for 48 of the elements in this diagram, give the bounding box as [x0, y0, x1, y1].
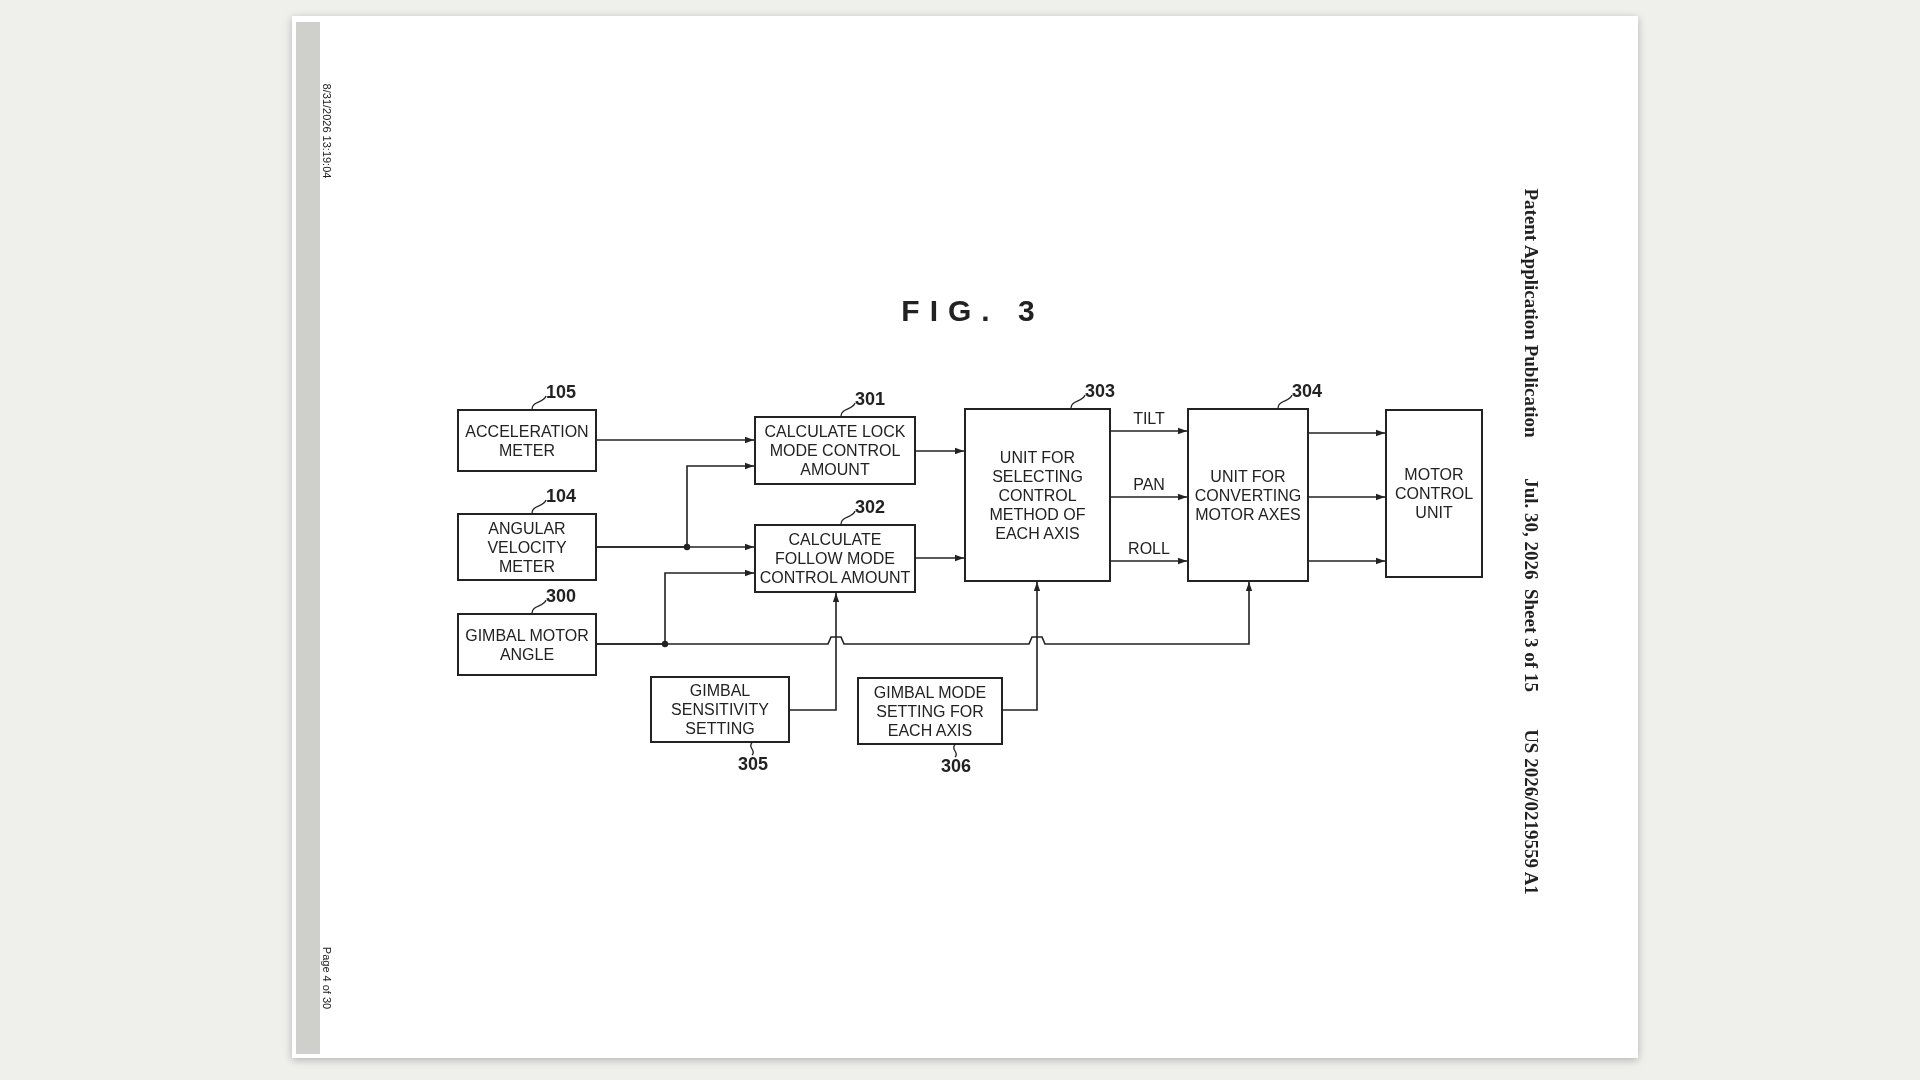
arrow — [1002, 581, 1041, 711]
box-label: MOTOR CONTROL UNIT — [1393, 465, 1475, 522]
box-label: CALCULATE FOLLOW MODE CONTROL AMOUNT — [758, 530, 912, 587]
reference-number: 306 — [941, 756, 972, 777]
process-box — [857, 677, 1003, 745]
process-box — [457, 613, 597, 676]
process-box — [650, 676, 790, 743]
reference-number: 304 — [1292, 381, 1323, 402]
box-label: GIMBAL SENSITIVITY SETTING — [670, 681, 770, 738]
process-box — [457, 513, 597, 581]
arrow — [1110, 427, 1188, 435]
arrow — [596, 543, 755, 551]
margin-note: 8/31/2026 13:19:04 — [321, 83, 333, 179]
reference-number: 104 — [546, 486, 577, 507]
box-label: UNIT FOR SELECTING CONTROL METHOD OF EACH AXIS — [988, 447, 1087, 543]
box-label: CALCULATE LOCK MODE CONTROL AMOUNT — [763, 422, 907, 479]
arrow — [1110, 493, 1188, 501]
reference-number: 303 — [1085, 381, 1116, 402]
process-box — [1385, 409, 1483, 578]
arrow — [596, 436, 755, 444]
figure-title: FIG. 3 — [901, 294, 1045, 328]
margin-note: Patent Application Publication — [1520, 188, 1542, 438]
arrow — [596, 581, 1253, 645]
arrow — [1110, 557, 1188, 565]
process-box — [754, 524, 916, 593]
margin-note: Jul. 30, 2026 Sheet 3 of 15 — [1520, 478, 1542, 692]
margin-note: Page 4 of 30 — [321, 946, 333, 1010]
arrow — [1308, 429, 1386, 437]
process-box — [964, 408, 1111, 582]
arrow — [1308, 557, 1386, 565]
arrow — [915, 554, 965, 562]
reference-number: 301 — [855, 389, 886, 410]
reference-number: 302 — [855, 497, 886, 518]
margin-note: US 2026/0219559 A1 — [1520, 729, 1542, 895]
reference-number: 300 — [546, 586, 577, 607]
process-box — [1187, 408, 1309, 582]
box-label: GIMBAL MOTOR ANGLE — [464, 625, 590, 664]
box-label: ANGULAR VELOCITY METER — [486, 518, 568, 576]
arrow — [1308, 493, 1386, 501]
process-box — [457, 409, 597, 472]
reference-number: 105 — [546, 382, 577, 403]
reference-number: 305 — [738, 754, 769, 775]
box-label: UNIT FOR CONVERTING MOTOR AXES — [1193, 466, 1303, 524]
box-label: ACCELERATION METER — [464, 421, 590, 460]
box-label: GIMBAL MODE SETTING FOR EACH AXIS — [872, 682, 988, 740]
process-box — [754, 416, 916, 485]
arrow — [789, 592, 840, 711]
arrow — [915, 447, 965, 455]
